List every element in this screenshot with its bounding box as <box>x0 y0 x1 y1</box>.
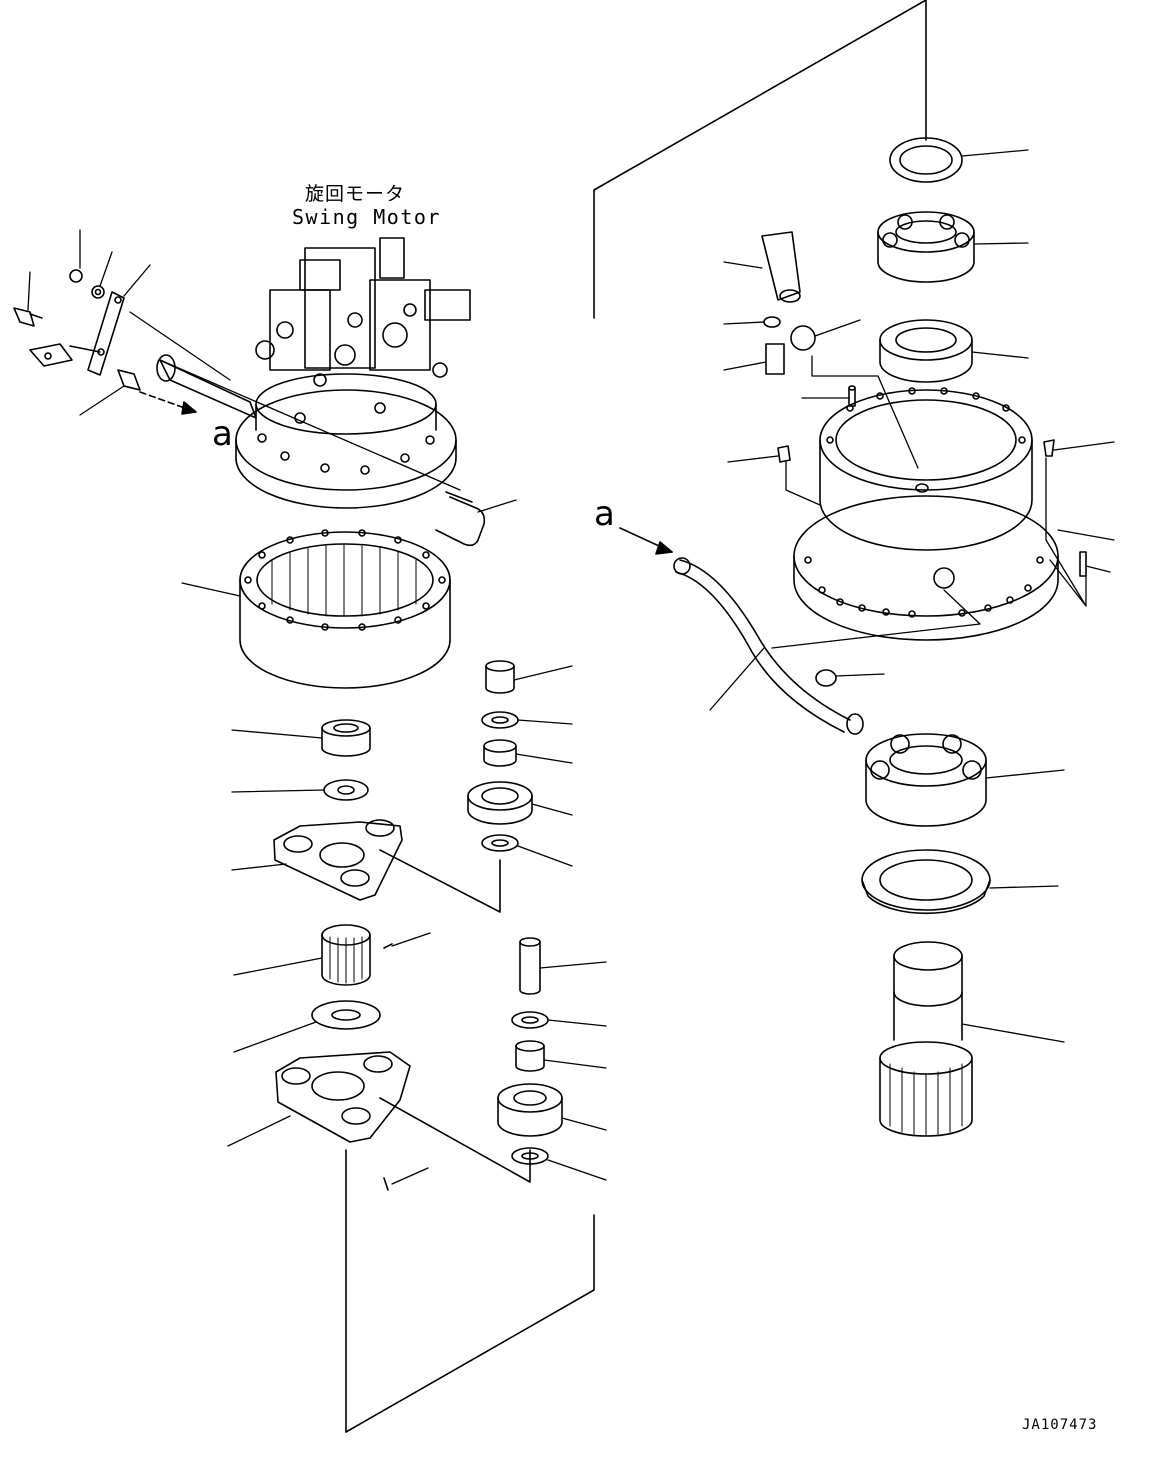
leader-lines <box>28 150 1114 1184</box>
right-column-parts <box>762 138 1086 576</box>
lower-carrier <box>276 1052 410 1190</box>
upper-planetary-stage <box>274 720 402 1029</box>
center-small-parts <box>468 661 562 1164</box>
bearing-seal-shaft <box>862 734 990 1136</box>
hose-assembly <box>674 558 863 734</box>
figure-title-japanese: 旋回モータ <box>305 183 406 205</box>
bracket-and-fittings <box>14 270 140 390</box>
gear-housing <box>794 388 1058 640</box>
ring-gear <box>240 530 450 688</box>
arrow-a-right <box>620 528 672 554</box>
callout-a-right: a <box>594 494 615 534</box>
arrow-a-left <box>140 392 196 414</box>
drawing-code: JA107473 <box>1022 1417 1098 1433</box>
figure-title-english: Swing Motor <box>292 205 441 229</box>
group-frame-lines <box>346 0 926 1432</box>
hook-pipe <box>436 492 484 545</box>
swing-motor-assembly <box>157 238 470 508</box>
callout-a-left: a <box>212 414 233 454</box>
